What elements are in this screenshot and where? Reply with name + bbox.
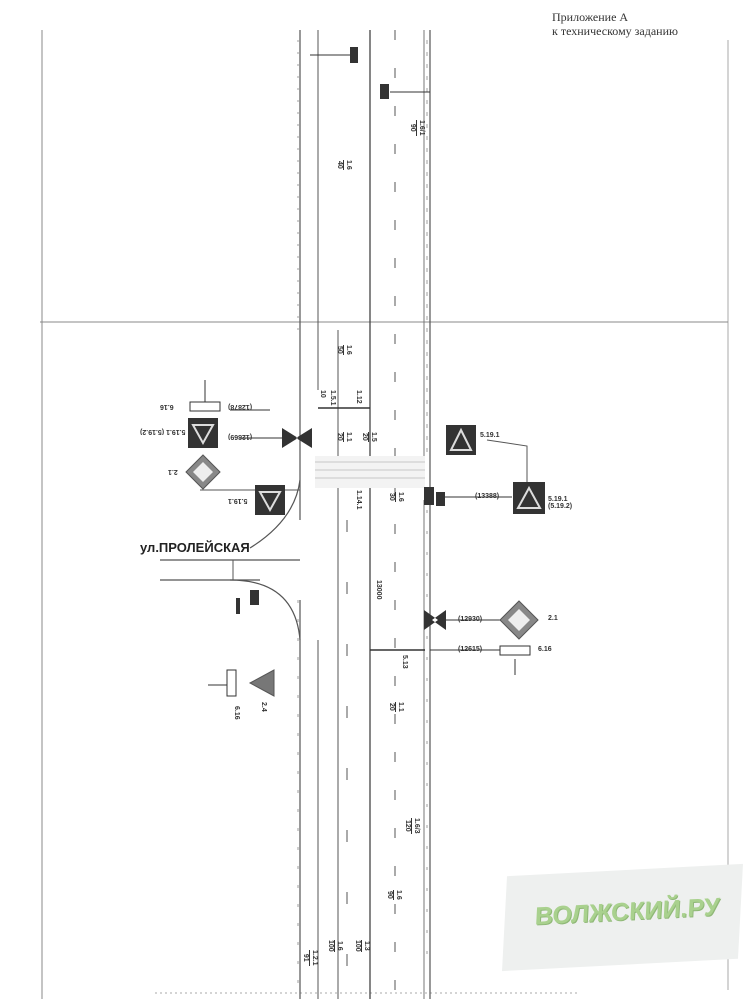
street-name: ул.ПРОЛЕЙСКАЯ (140, 540, 250, 555)
main-road-sign-icon (185, 454, 221, 490)
curb-curve-lower (229, 579, 301, 641)
pedestrian-crossing-sign-icon (446, 425, 476, 455)
header-line-1: Приложение А (552, 10, 629, 24)
pedestrian-crossing-sign-icon (188, 418, 218, 448)
sign-id: (12615) (458, 646, 483, 653)
traffic-light-icon (236, 590, 259, 614)
document-header: Приложение А к техническому заданию (552, 10, 678, 38)
stop-line-sign-icon (499, 645, 531, 656)
traffic-light-icon (424, 487, 512, 506)
stop-line-sign-icon (189, 401, 221, 412)
marking-label: 1.12 (355, 390, 362, 404)
traffic-light-icon (310, 47, 358, 63)
header-line-2: к техническому заданию (552, 24, 678, 38)
sign-label: 6.16 (233, 706, 240, 720)
sign-id: (12869) (228, 433, 253, 440)
marking-label: 5.13 (401, 655, 408, 669)
give-way-sign-icon (248, 669, 275, 697)
marking-label: 1.14.1 (355, 490, 362, 510)
watermark: ВОЛЖСКИЙ.РУ (502, 863, 743, 972)
sign-id: (13388) (475, 493, 500, 500)
pedestrian-crossing-sign-icon (255, 485, 285, 515)
traffic-light-icon (240, 428, 312, 448)
traffic-light-icon (424, 610, 500, 630)
pedestrian-crossing-sign-icon (513, 482, 545, 514)
marking-label: 1.5.1 (329, 390, 336, 406)
sign-id: (12878) (228, 403, 253, 410)
watermark-text: ВОЛЖСКИЙ.РУ (534, 892, 721, 931)
stop-line-sign-icon (226, 669, 237, 697)
sign-label: 2.1 (548, 615, 558, 622)
curb-markers (297, 40, 428, 990)
sign-leader (486, 439, 528, 482)
traffic-light-icon (380, 84, 430, 99)
sign-label: 5.19.1 (228, 497, 248, 504)
sign-label: 5.19.1 (480, 432, 500, 439)
curb-curve-upper (249, 479, 301, 549)
main-road-sign-icon (499, 600, 539, 640)
marking-label: 10 (319, 390, 326, 398)
sign-label: 2.4 (260, 702, 267, 712)
sign-label: 6.16 (538, 646, 552, 653)
sign-label: 5.19.1 (5.19.2) (548, 496, 573, 510)
sign-label: 2.1 (168, 468, 178, 475)
marking-label: 13000 (375, 580, 382, 600)
sign-id: (12930) (458, 616, 483, 623)
pedestrian-crossing (315, 456, 425, 488)
sign-label: 5.19.1 (5.19.2) (140, 428, 186, 435)
sign-label: 6.16 (160, 403, 174, 410)
